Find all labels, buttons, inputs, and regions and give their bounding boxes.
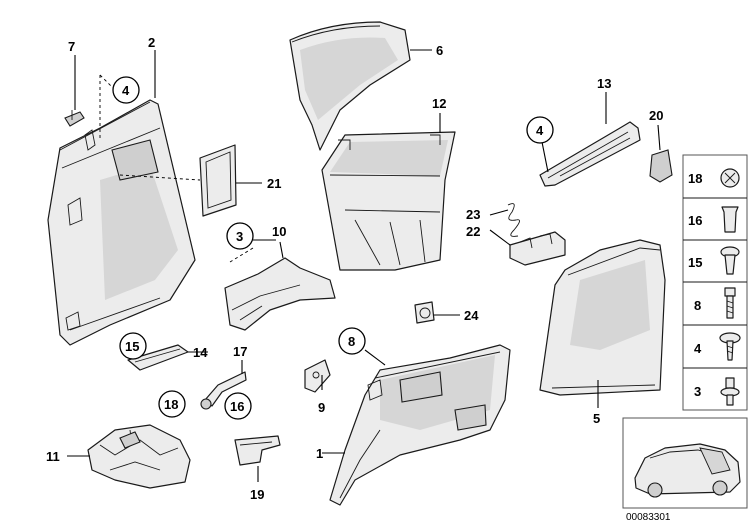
bracket-part-11 — [87, 424, 191, 489]
clip-part-20 — [649, 149, 673, 183]
pad-part-21 — [199, 144, 237, 217]
washer-screw-icon — [719, 332, 741, 361]
label-part-5: 5 — [593, 411, 600, 426]
label-part-6: 6 — [436, 43, 443, 58]
label-part-7: 7 — [68, 39, 75, 54]
storage-box-part-12 — [321, 131, 456, 271]
legend-label-16: 16 — [688, 213, 702, 228]
label-part-8: 8 — [348, 334, 355, 349]
reference-number: 00083301 — [626, 512, 671, 523]
leader-lines — [67, 49, 661, 482]
label-part-11: 11 — [46, 449, 60, 464]
label-part-3: 3 — [236, 229, 243, 244]
right-side-trim-panel — [329, 344, 511, 506]
legend-label-15: 15 — [688, 255, 702, 270]
callout-circle-16 — [224, 392, 252, 420]
bracket-part-19 — [234, 435, 281, 466]
spring-part-23 — [507, 203, 520, 237]
rear-panel-cover-part-6 — [289, 21, 411, 151]
fitting-part-24 — [414, 301, 435, 324]
circled-callouts: 4 3 4 8 15 18 16 — [112, 76, 554, 420]
label-part-12: 12 — [432, 96, 446, 111]
fastener-legend: 18 16 15 8 4 3 — [682, 154, 748, 411]
label-part-4-right: 4 — [536, 123, 544, 138]
label-part-23: 23 — [466, 207, 480, 222]
callout-circle-18 — [158, 390, 186, 418]
legend-label-4: 4 — [694, 341, 702, 356]
hook-part-9 — [304, 359, 331, 393]
handle-part-22 — [509, 231, 566, 266]
left-side-trim-panel — [47, 99, 196, 346]
label-part-24: 24 — [464, 308, 479, 323]
label-part-16: 16 — [230, 399, 244, 414]
clip-nut-icon — [720, 377, 740, 406]
callout-circle-3 — [226, 222, 254, 250]
label-part-20: 20 — [649, 108, 663, 123]
expansion-rivet-icon — [720, 246, 740, 275]
label-part-2: 2 — [148, 35, 155, 50]
label-part-4-left: 4 — [122, 83, 130, 98]
label-part-17: 17 — [233, 344, 247, 359]
label-part-22: 22 — [466, 224, 480, 239]
label-part-15: 15 — [125, 339, 139, 354]
rail-part-13 — [539, 121, 641, 187]
label-part-13: 13 — [597, 76, 611, 91]
clip-part-7 — [64, 110, 85, 127]
label-part-14: 14 — [193, 345, 208, 360]
bolt-icon — [724, 287, 736, 319]
callout-circle-8 — [338, 327, 366, 355]
legend-label-18: 18 — [688, 171, 702, 186]
label-part-21: 21 — [267, 176, 281, 191]
car-location-thumbnail — [622, 417, 748, 509]
car-icon — [634, 443, 741, 498]
label-part-1: 1 — [316, 446, 323, 461]
wheel-arch-cover-part-10 — [224, 257, 336, 331]
plug-fastener-icon — [721, 206, 739, 233]
cover-panel-part-5 — [539, 239, 666, 396]
legend-label-3: 3 — [694, 384, 701, 399]
clip-arm-part-17 — [200, 371, 247, 410]
callout-circle-4-right — [526, 116, 554, 144]
label-part-9: 9 — [318, 400, 325, 415]
label-part-19: 19 — [250, 487, 264, 502]
legend-label-8: 8 — [694, 298, 701, 313]
label-part-10: 10 — [272, 224, 286, 239]
label-part-18: 18 — [164, 397, 178, 412]
screw-head-icon — [720, 168, 740, 188]
callout-circle-4-left — [112, 76, 140, 104]
callout-labels: 2 7 6 12 13 20 21 10 23 22 24 14 17 9 11… — [46, 35, 663, 502]
callout-circle-15 — [119, 332, 147, 360]
